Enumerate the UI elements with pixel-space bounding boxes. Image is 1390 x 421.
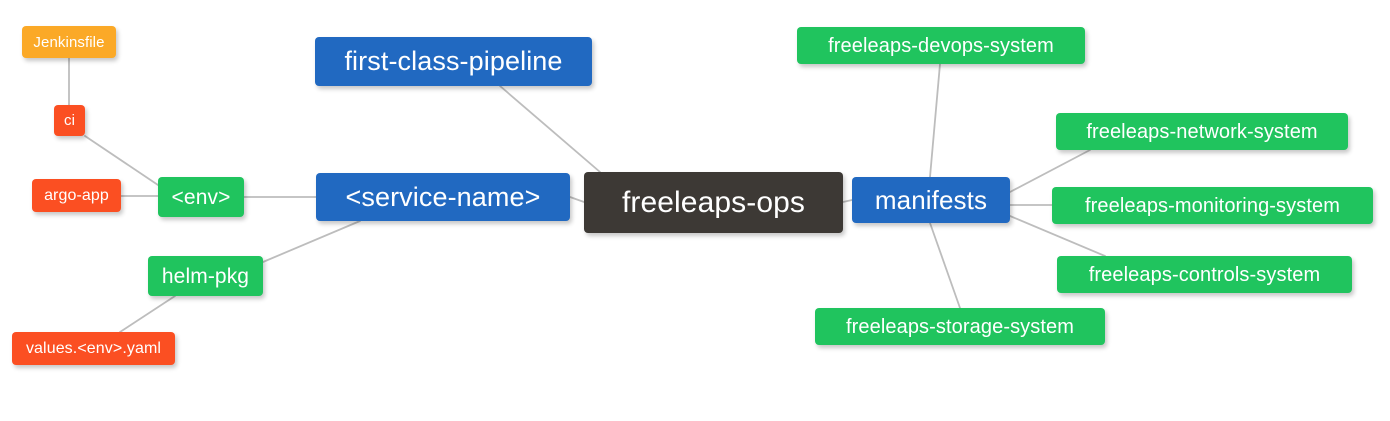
node-ci[interactable]: ci xyxy=(54,105,85,136)
node-freeleaps-network-system[interactable]: freeleaps-network-system xyxy=(1056,113,1348,150)
node-label-values-env-yaml: values.<env>.yaml xyxy=(25,339,162,357)
node-label-jenkinsfile: Jenkinsfile xyxy=(33,33,105,51)
node-label-freeleaps-devops-system: freeleaps-devops-system xyxy=(828,34,1054,57)
node-label-first-class-pipeline: first-class-pipeline xyxy=(344,46,563,76)
node-label-freeleaps-network-system: freeleaps-network-system xyxy=(1086,120,1318,143)
node-values-env-yaml[interactable]: values.<env>.yaml xyxy=(12,332,175,365)
edge-freeleaps-ops-to-manifests xyxy=(842,199,853,203)
node-label-freeleaps-monitoring-system: freeleaps-monitoring-system xyxy=(1084,194,1340,217)
node-freeleaps-controls-system[interactable]: freeleaps-controls-system xyxy=(1057,256,1352,293)
node-manifests[interactable]: manifests xyxy=(852,177,1010,223)
node-jenkinsfile[interactable]: Jenkinsfile xyxy=(22,26,116,58)
node-label-service-name: <service-name> xyxy=(345,181,541,212)
node-label-freeleaps-controls-system: freeleaps-controls-system xyxy=(1088,263,1321,286)
node-label-helm-pkg: helm-pkg xyxy=(161,264,250,288)
edge-manifests-to-freeleaps-devops-system xyxy=(929,63,941,178)
node-label-freeleaps-ops: freeleaps-ops xyxy=(621,185,806,219)
node-freeleaps-ops[interactable]: freeleaps-ops xyxy=(584,172,843,233)
node-argo-app[interactable]: argo-app xyxy=(32,179,121,212)
node-label-ci: ci xyxy=(63,112,76,129)
edge-freeleaps-ops-to-first-class-pipeline xyxy=(499,85,601,173)
edge-helm-pkg-to-values-env-yaml xyxy=(119,295,176,333)
edge-env-to-ci xyxy=(84,135,159,186)
node-label-freeleaps-storage-system: freeleaps-storage-system xyxy=(845,315,1075,338)
node-first-class-pipeline[interactable]: first-class-pipeline xyxy=(315,37,592,86)
node-freeleaps-storage-system[interactable]: freeleaps-storage-system xyxy=(815,308,1105,345)
edge-freeleaps-ops-to-service-name xyxy=(569,196,585,203)
node-freeleaps-monitoring-system[interactable]: freeleaps-monitoring-system xyxy=(1052,187,1373,224)
node-label-argo-app: argo-app xyxy=(44,186,109,204)
edge-manifests-to-freeleaps-storage-system xyxy=(929,222,961,309)
node-helm-pkg[interactable]: helm-pkg xyxy=(148,256,263,296)
node-env[interactable]: <env> xyxy=(158,177,244,217)
node-label-env: <env> xyxy=(171,185,231,209)
node-freeleaps-devops-system[interactable]: freeleaps-devops-system xyxy=(797,27,1085,64)
node-service-name[interactable]: <service-name> xyxy=(316,173,570,221)
edge-service-name-to-helm-pkg xyxy=(262,220,361,263)
node-label-manifests: manifests xyxy=(874,185,988,215)
edge-manifests-to-freeleaps-network-system xyxy=(1009,149,1091,193)
